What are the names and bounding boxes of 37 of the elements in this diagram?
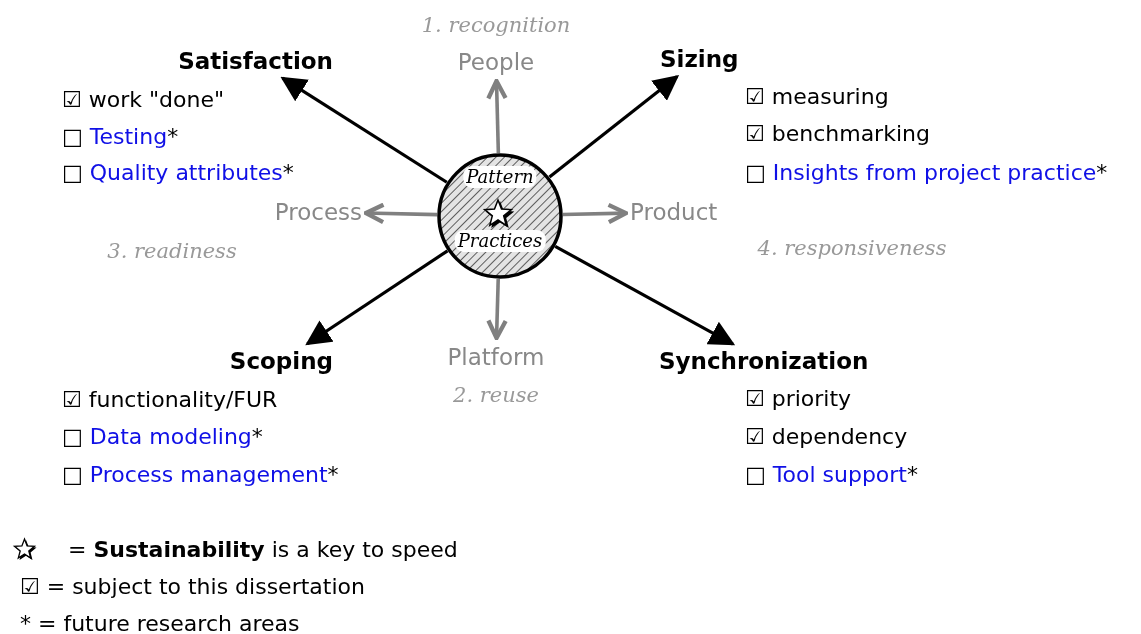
category-heading: Sizing [660,44,739,74]
axis-label: People [457,47,535,77]
checklist-item: ☑ benchmarking [745,120,930,148]
arrow [562,202,629,225]
dimension-label: 4. responsiveness [757,235,947,262]
node-label: Practices [454,230,546,252]
category-heading: Satisfaction [178,46,333,76]
axis-label: Platform [447,342,545,372]
checklist-item: □ Process management* [62,461,339,489]
arrow [486,278,508,341]
axis-label: Product [630,197,718,227]
legend-entry: * = future research areas [20,610,300,634]
arrow [280,76,448,184]
dimension-label: 2. reuse [453,382,539,409]
arrow [305,249,449,346]
checklist-item: ☑ dependency [745,423,908,451]
checklist-item: ☑ functionality/FUR [62,386,278,414]
dimension-label: 1. recognition [421,12,571,39]
category-heading: Scoping [229,346,333,376]
checklist-item: ☑ measuring [745,83,889,111]
legend-entry: ☑ = subject to this dissertation [20,573,365,601]
checklist-item: ☑ work "done" [62,86,225,114]
checklist-item: □ Insights from project practice* [745,159,1108,187]
arrow [548,74,680,179]
checklist-item: □ Quality attributes* [62,159,294,187]
node-label: Pattern [463,166,537,188]
checklist-item: □ Tool support* [745,461,918,489]
arrow [363,202,438,225]
arrow [486,78,508,154]
axis-label: Process [274,197,362,227]
legend-entry: = Sustainability is a key to speed [68,536,458,564]
checklist-item: ☑ priority [745,385,852,413]
checklist-item: □ Data modeling* [62,423,263,451]
category-heading: Synchronization [659,346,869,376]
arrow [554,244,736,346]
dimension-label: 3. readiness [107,238,237,265]
checklist-item: □ Testing* [62,123,179,151]
